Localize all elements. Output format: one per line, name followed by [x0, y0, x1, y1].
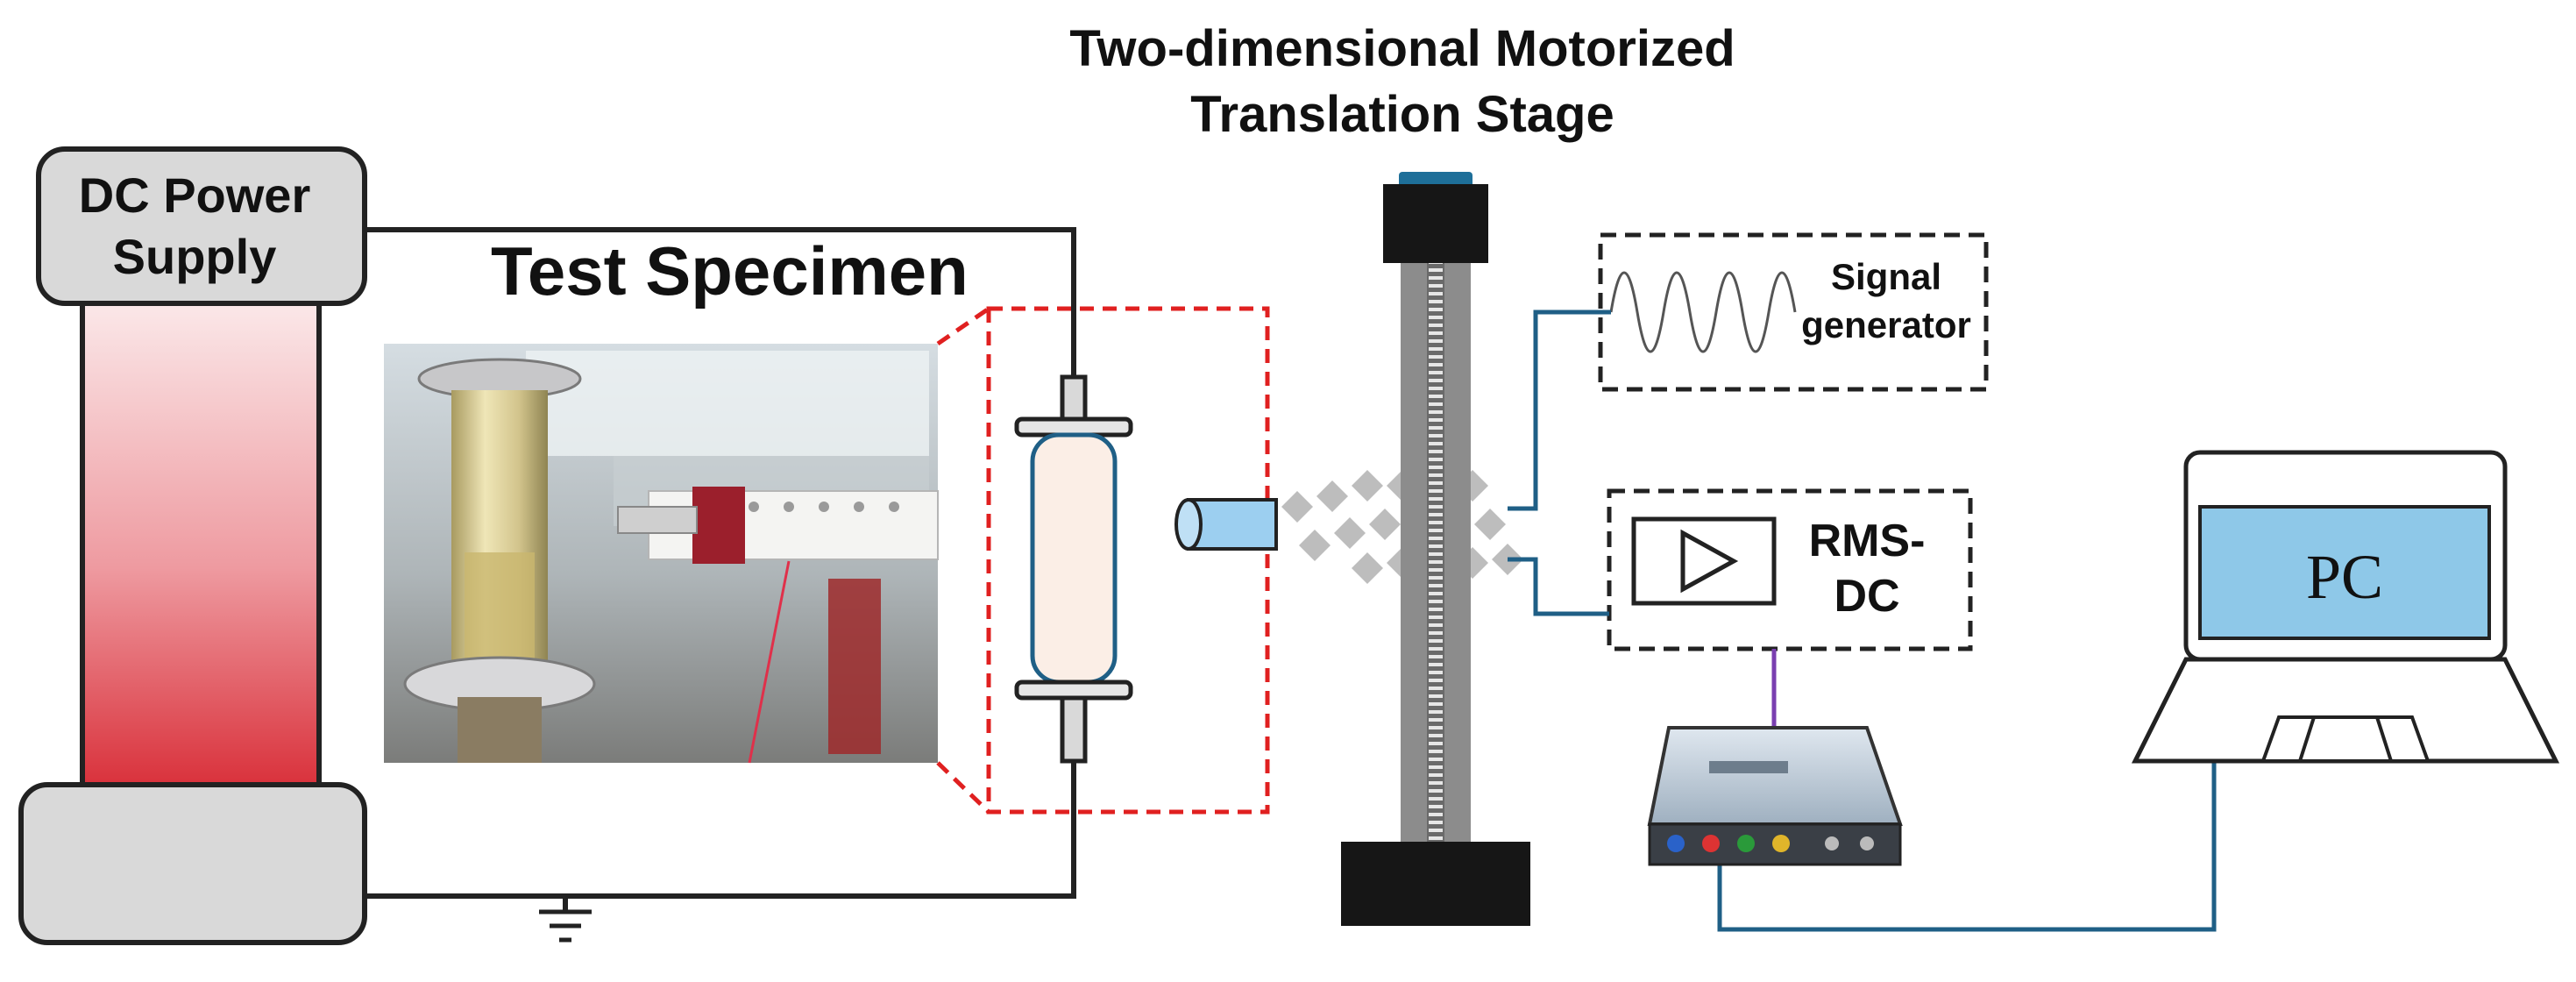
- zoom-frame: [936, 306, 1270, 815]
- stage-label-line2: Translation Stage: [1190, 86, 1614, 143]
- rms-dc-label-line1: RMS-: [1809, 516, 1926, 566]
- sine-wave-icon: [1609, 271, 1797, 353]
- power-supply-column: [80, 295, 322, 792]
- power-supply-label-line2: Supply: [113, 229, 277, 284]
- dc-power-supply: DC Power Supply: [18, 146, 367, 945]
- power-supply-top-box: [36, 146, 367, 306]
- power-supply-bottom-box: [18, 782, 367, 945]
- signal-generator: Signal generator: [1598, 232, 1989, 392]
- stage-label-line1: Two-dimensional Motorized: [1069, 20, 1735, 77]
- laptop-icon: PC: [2131, 450, 2560, 764]
- power-supply-label-line1: DC Power: [79, 167, 311, 223]
- test-specimen-label: Test Specimen: [491, 232, 969, 310]
- rms-dc-label-line2: DC: [1834, 571, 1899, 622]
- signal-generator-label-line1: Signal: [1831, 256, 1941, 297]
- wires-black: [366, 227, 1076, 912]
- signal-generator-label-line2: generator: [1801, 304, 1971, 345]
- translation-stage: [1341, 172, 1530, 926]
- oscilloscope-icon: [1647, 726, 1903, 866]
- sensor-probe: [1174, 498, 1278, 551]
- rms-dc-converter: RMS- DC: [1607, 488, 1973, 651]
- amplifier-icon: [1631, 516, 1777, 606]
- wires-blue: [1508, 310, 2217, 932]
- ground-icon: [539, 909, 592, 943]
- specimen-schematic: [1014, 374, 1133, 764]
- pc-label: PC: [2306, 542, 2383, 612]
- photo-test-specimen: [384, 344, 939, 764]
